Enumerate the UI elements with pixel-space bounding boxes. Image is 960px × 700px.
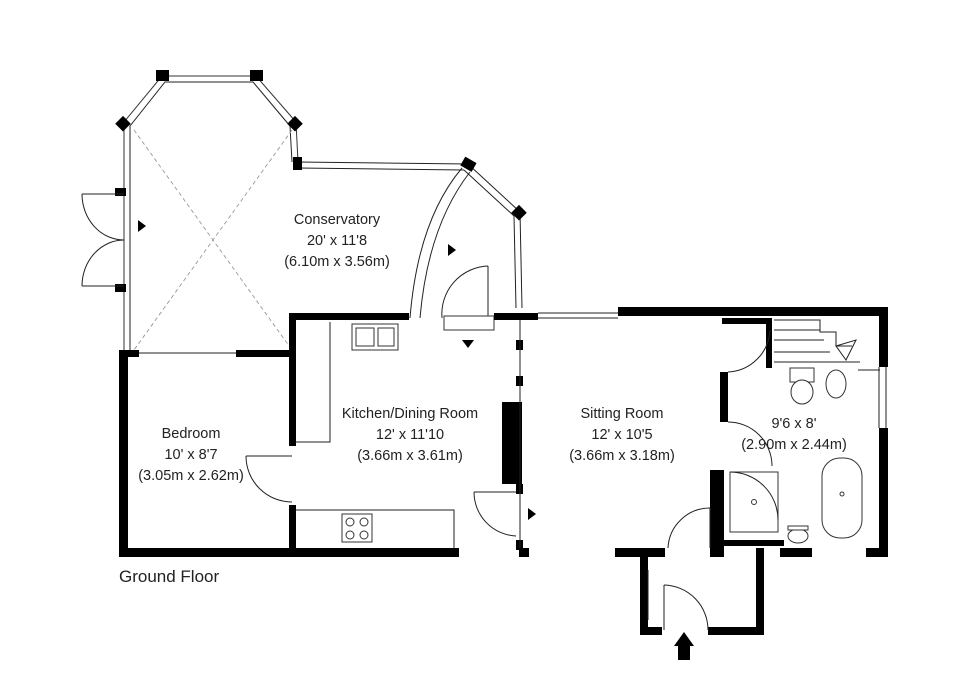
room-size-metric: (2.90m x 2.44m): [741, 437, 847, 453]
post: [115, 284, 126, 292]
arrow-icon: [138, 220, 146, 232]
post: [115, 188, 126, 196]
arrow-icon: [674, 632, 694, 646]
room-size-imperial: 9'6 x 8': [771, 416, 816, 432]
post: [115, 115, 131, 132]
post: [156, 70, 169, 81]
room-label-kitchen: Kitchen/Dining Room 12' x 11'10 (3.66m x…: [342, 406, 478, 464]
room-size-metric: (3.66m x 3.18m): [569, 448, 675, 464]
room-name: Sitting Room: [580, 406, 663, 422]
arrow-icon: [462, 340, 474, 348]
room-size-imperial: 12' x 11'10: [376, 427, 444, 443]
room-label-bathroom: 9'6 x 8' (2.90m x 2.44m): [741, 416, 847, 453]
arrow-icon: [528, 508, 536, 520]
room-size-imperial: 12' x 10'5: [591, 427, 652, 443]
room-label-conservatory: Conservatory 20' x 11'8 (6.10m x 3.56m): [284, 212, 390, 270]
floor-label: Ground Floor: [119, 567, 219, 586]
fixtures: [245, 319, 880, 631]
room-name: Bedroom: [162, 426, 221, 442]
post: [293, 157, 302, 170]
room-size-imperial: 10' x 8'7: [164, 447, 217, 463]
room-label-sitting: Sitting Room 12' x 10'5 (3.66m x 3.18m): [569, 406, 675, 464]
room-size-imperial: 20' x 11'8: [307, 233, 367, 249]
room-label-bedroom: Bedroom 10' x 8'7 (3.05m x 2.62m): [138, 426, 244, 484]
room-size-metric: (3.66m x 3.61m): [357, 448, 463, 464]
arrow-icon: [448, 244, 456, 256]
post: [511, 204, 527, 221]
room-name: Kitchen/Dining Room: [342, 406, 478, 422]
room-name: Conservatory: [294, 212, 381, 228]
conservatory-structure: [81, 70, 527, 352]
post: [250, 70, 263, 81]
door-arrows: [138, 220, 694, 660]
room-size-metric: (6.10m x 3.56m): [284, 254, 390, 270]
walls: [119, 307, 888, 635]
post: [460, 156, 477, 172]
room-size-metric: (3.05m x 2.62m): [138, 468, 244, 484]
arrow-icon: [678, 646, 690, 660]
